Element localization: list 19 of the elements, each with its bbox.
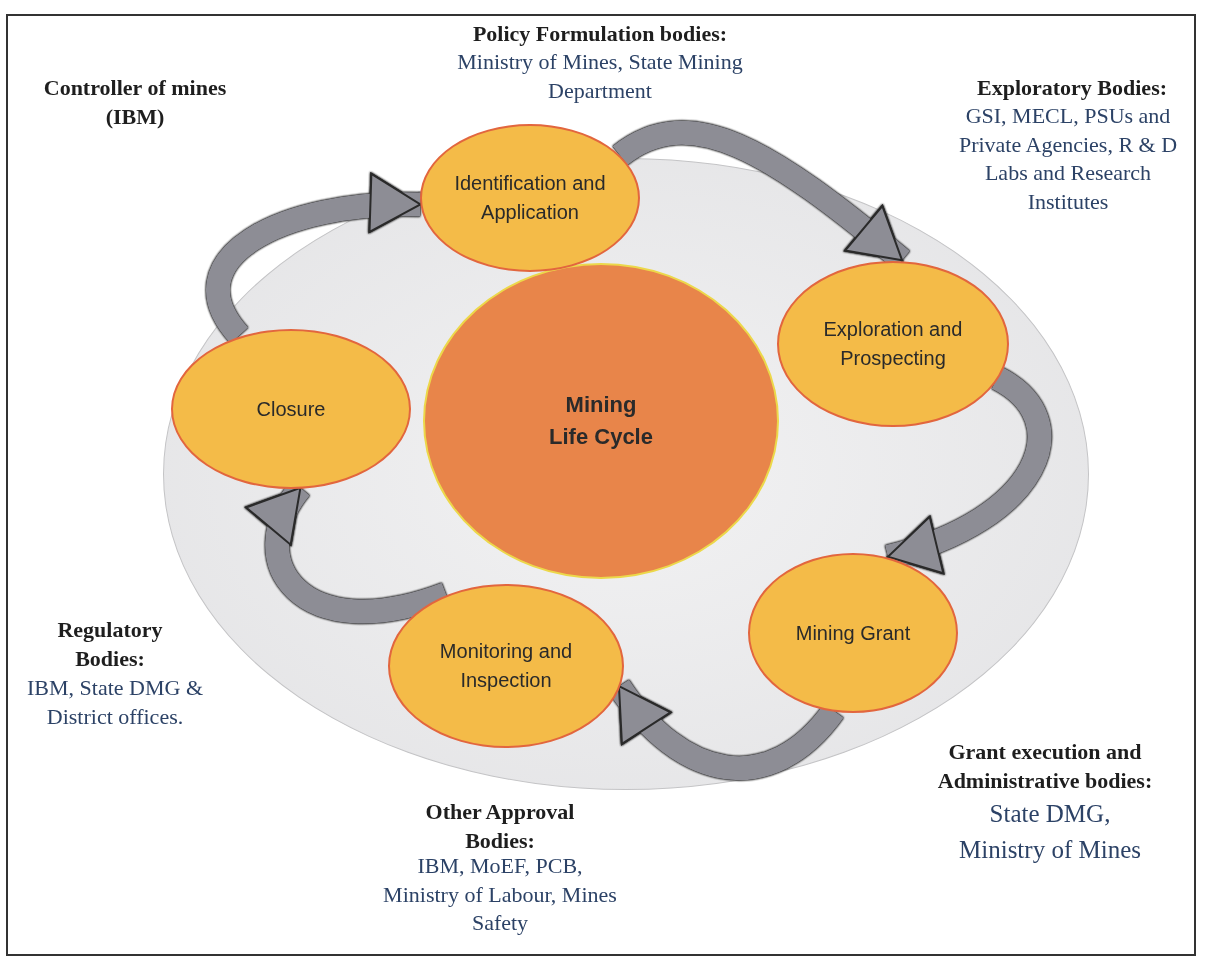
group-heading: Controller of mines (IBM) [42,74,228,131]
curved-arrow [206,174,422,343]
group-members: IBM, MoEF, PCB, Ministry of Labour, Mines Safety [382,852,618,938]
group-heading: Regulatory Bodies: [56,616,164,673]
group-heading: Policy Formulation bodies: [471,20,729,48]
group-members: State DMG, Ministry of Mines [958,799,1142,866]
group-members: IBM, State DMG & District offices. [26,674,204,731]
stage-label: Monitoring and Inspection [438,639,574,693]
stage-label: Identification and Application [453,171,607,225]
group-heading: Grant execution and Administrative bodies: [936,738,1154,795]
group-members: GSI, MECL, PSUs and Private Agencies, R & D Labs and Research Institutes [957,102,1179,216]
stage-label: Closure [256,396,326,422]
stage-label: Mining Grant [795,620,911,646]
group-heading: Exploratory Bodies: [975,74,1169,102]
stage-label: Mining Life Cycle [548,391,654,451]
stage-label: Exploration and Prospecting [822,317,964,371]
curved-arrow [884,367,1052,572]
group-heading: Other Approval Bodies: [424,798,576,855]
group-members: Ministry of Mines, State Mining Department [456,48,744,105]
